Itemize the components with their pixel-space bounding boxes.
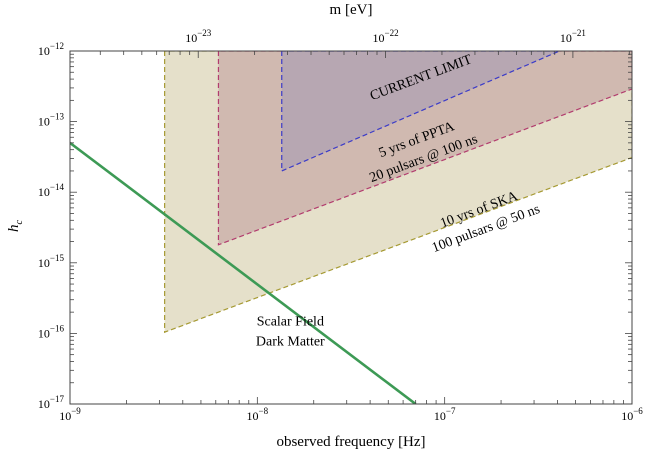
- y-tick-label-4: 10−14: [38, 182, 65, 199]
- x-tick-label-3: 10−7: [434, 406, 456, 423]
- top-tick-label-2: 10−22: [373, 28, 399, 45]
- y-axis-label: hc: [6, 219, 25, 232]
- tick-marks: [69, 51, 633, 405]
- series-line-1: [70, 141, 417, 404]
- tick-labels: 10−9 10−8 10−7 10−6 10−17 10−16 10−15 10−14 10−1…: [38, 28, 643, 423]
- y-tick-label-2: 10−16: [38, 323, 65, 340]
- y-tick-label-1: 10−17: [38, 394, 65, 411]
- series-group: [70, 141, 417, 404]
- x-tick-label-2: 10−8: [247, 406, 269, 423]
- top-axis-label: m [eV]: [330, 2, 373, 18]
- series-label-line: Scalar Field: [257, 314, 324, 329]
- x-axis-label: observed frequency [Hz]: [276, 434, 425, 450]
- x-tick-label-1: 10−9: [59, 406, 81, 423]
- series-label-line: Dark Matter: [256, 334, 325, 349]
- constraint-regions: [164, 51, 632, 334]
- top-tick-label-3: 10−21: [560, 28, 586, 45]
- x-tick-label-4: 10−6: [621, 406, 643, 423]
- y-axis-label-main: h: [6, 224, 22, 232]
- plot-frame: [69, 50, 633, 405]
- y-tick-label-3: 10−15: [38, 253, 65, 270]
- y-tick-label-6: 10−12: [38, 41, 64, 58]
- top-tick-label-1: 10−23: [185, 28, 212, 45]
- svg-text:hc: hc: [6, 219, 25, 232]
- y-tick-label-5: 10−13: [38, 112, 65, 129]
- region-3: [281, 51, 560, 172]
- y-axis-label-subscript: c: [14, 219, 25, 224]
